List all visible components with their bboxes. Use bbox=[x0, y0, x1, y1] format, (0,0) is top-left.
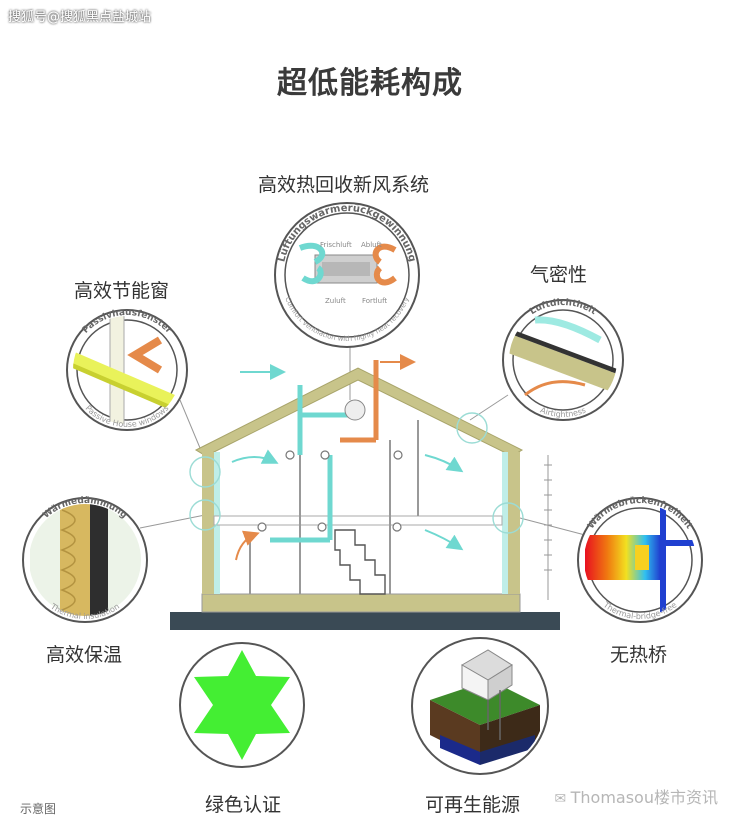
label-windows: 高效节能窗 bbox=[74, 280, 170, 302]
badge-renewable bbox=[411, 637, 549, 775]
right-wall bbox=[508, 452, 520, 594]
page-title: 超低能耗构成 bbox=[277, 66, 463, 101]
right-wall-inner bbox=[502, 452, 508, 594]
label-ventilation: 高效热回收新风系统 bbox=[258, 174, 430, 196]
watermark-text: Thomasou楼市资讯 bbox=[570, 788, 718, 807]
badge-airtight: Luftdichtheit Airtightness bbox=[502, 298, 624, 421]
left-wall bbox=[202, 452, 214, 594]
mid-floor bbox=[213, 515, 503, 526]
ventilation-c: Zuluft bbox=[325, 297, 346, 305]
staircase bbox=[334, 529, 386, 595]
watermark-bottom: ✉ Thomasou楼市资讯 bbox=[554, 784, 718, 808]
watermark-top: 搜狐号@搜狐黑点盐城站 bbox=[8, 10, 152, 25]
badge-insulation: Wärmedämmung Thermal insulation bbox=[22, 496, 148, 623]
green-star-icon bbox=[194, 650, 290, 760]
floor-slab bbox=[201, 593, 521, 613]
ground-slab bbox=[170, 612, 560, 630]
hrv-unit bbox=[344, 399, 366, 421]
label-renewable: 可再生能源 bbox=[425, 794, 521, 816]
badge-thermal-bridge: Wärmebrückenfreiheit Thermal-bridge-free bbox=[577, 496, 703, 623]
wechat-icon: ✉ bbox=[554, 791, 571, 807]
ventilation-a: Frischluft bbox=[320, 241, 352, 249]
badge-green bbox=[179, 642, 305, 768]
caption: 示意图 bbox=[20, 802, 57, 816]
connector-lines bbox=[139, 340, 586, 536]
ventilation-b: Abluft bbox=[361, 241, 382, 249]
label-green: 绿色认证 bbox=[205, 794, 282, 816]
svg-text:Airtightness: Airtightness bbox=[539, 406, 587, 419]
label-thermal-bridge: 无热桥 bbox=[610, 644, 668, 666]
label-airtight: 气密性 bbox=[530, 264, 588, 286]
badge-ventilation: Frischluft Abluft Zuluft Fortluft Lüftun… bbox=[274, 202, 420, 348]
badge-windows: Passivhausfenster Passive House windows bbox=[66, 308, 188, 431]
airtight-bottom: Airtightness bbox=[539, 406, 587, 419]
label-insulation: 高效保温 bbox=[46, 644, 123, 666]
house-diagram bbox=[170, 354, 560, 630]
ventilation-d: Fortluft bbox=[362, 297, 387, 305]
